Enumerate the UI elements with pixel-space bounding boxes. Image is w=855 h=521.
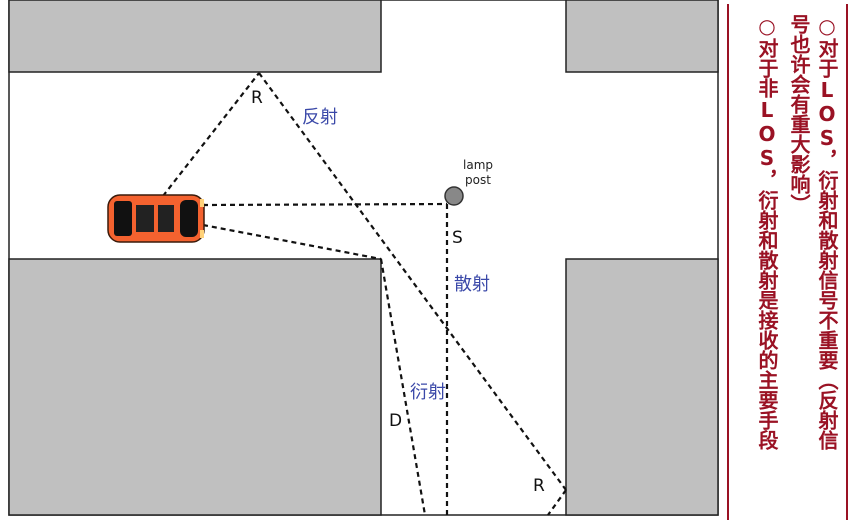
note-1-text-b: 号也许会有重大影响）: [787, 14, 811, 214]
note-2-column: ○对于非LOS，衍射和散射是接收的主要手段: [754, 14, 780, 450]
note-1-column-2: 号也许会有重大影响）: [786, 14, 812, 214]
reflection-label: 反射: [302, 107, 338, 128]
diffraction-path-2: [379, 258, 427, 516]
building-top-right: [565, 0, 719, 73]
building-bottom-right: [565, 258, 719, 516]
lamp-post-label: lamp post: [463, 158, 493, 188]
note-1-text-a: 对于LOS，衍射和散射信号不重要（反射信: [815, 38, 839, 450]
bullet-2: ○: [755, 14, 779, 38]
scatter-label: 散射: [454, 274, 490, 295]
diffraction-path-1: [202, 223, 382, 261]
building-top-left: [8, 0, 382, 73]
diffraction-label: 衍射: [410, 382, 446, 403]
propagation-diagram: [8, 0, 719, 516]
car: [107, 194, 205, 243]
lamp-label-line2: post: [465, 173, 491, 187]
lamp-post: [444, 186, 464, 206]
reflection-path-up-1: [162, 72, 260, 197]
bullet-1: ○: [815, 14, 839, 38]
los-path-to-lamp: [202, 202, 448, 207]
notes-panel: ○对于LOS，衍射和散射信号不重要（反射信 号也许会有重大影响） ○对于非LOS…: [727, 4, 848, 520]
reflection-point-label-top: R: [251, 88, 263, 108]
scatter-point-label: S: [452, 228, 463, 248]
note-1-column-1: ○对于LOS，衍射和散射信号不重要（反射信: [814, 14, 840, 450]
reflection-point-label-bottom: R: [533, 476, 545, 496]
building-bottom-left: [8, 258, 382, 516]
note-2-text: 对于非LOS，衍射和散射是接收的主要手段: [755, 38, 779, 450]
diffraction-point-label: D: [389, 411, 403, 431]
lamp-label-line1: lamp: [463, 158, 493, 172]
